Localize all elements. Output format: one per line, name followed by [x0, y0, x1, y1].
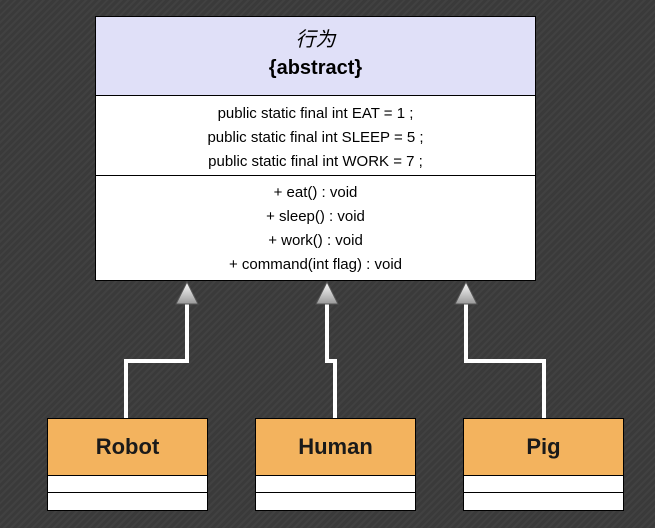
class-name: 行为: [295, 27, 336, 51]
operation-row: + sleep() : void: [266, 208, 365, 225]
operation-row: + work() : void: [268, 232, 363, 249]
class-header: 行为 {abstract}: [96, 17, 535, 96]
attributes-compartment: public static final int EAT = 1 ; public…: [96, 96, 535, 176]
human-inheritance-arrow-icon: [315, 280, 339, 305]
class-box-robot[interactable]: Robot: [47, 418, 208, 511]
attributes-compartment: [464, 476, 623, 493]
attributes-compartment: [256, 476, 415, 493]
human-generalization-line: [325, 304, 337, 419]
operations-compartment: [48, 493, 207, 510]
robot-inheritance-arrow-icon: [175, 280, 199, 305]
operations-compartment: [464, 493, 623, 510]
operations-compartment: + eat() : void + sleep() : void + work()…: [96, 176, 535, 277]
abstract-class-box[interactable]: 行为 {abstract} public static final int EA…: [95, 16, 536, 281]
attribute-row: public static final int EAT = 1 ;: [217, 105, 414, 122]
class-name: Human: [256, 419, 415, 476]
class-box-human[interactable]: Human: [255, 418, 416, 511]
operation-row: + command(int flag) : void: [229, 256, 402, 273]
attribute-row: public static final int WORK = 7 ;: [208, 153, 423, 170]
pig-generalization-line: [464, 304, 546, 419]
robot-generalization-line: [124, 304, 189, 419]
operation-row: + eat() : void: [273, 184, 358, 201]
attributes-compartment: [48, 476, 207, 493]
class-box-pig[interactable]: Pig: [463, 418, 624, 511]
class-name: Pig: [464, 419, 623, 476]
class-stereotype: {abstract}: [268, 57, 363, 79]
class-name: Robot: [48, 419, 207, 476]
pig-inheritance-arrow-icon: [454, 280, 478, 305]
operations-compartment: [256, 493, 415, 510]
attribute-row: public static final int SLEEP = 5 ;: [207, 129, 424, 146]
